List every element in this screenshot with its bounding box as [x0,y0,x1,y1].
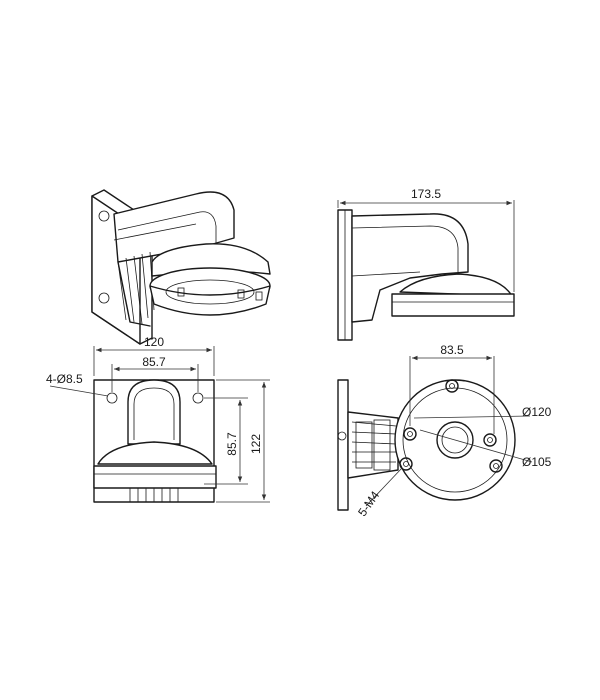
dim-bottom-bolt-dia: Ø105 [522,455,552,469]
dim-front-height: 122 [249,434,263,454]
dim-bottom-hole-spacing: 83.5 [440,343,464,357]
dim-front-hole-label: 4-Ø8.5 [46,372,83,386]
dim-front-hole-spacing: 85.7 [142,355,166,369]
dim-front-vertical-hole: 85.7 [225,432,239,456]
dim-side-width: 173.5 [411,187,441,201]
isometric-view [91,189,271,345]
dim-front-width: 120 [144,335,164,349]
bottom-view: 83.5 Ø120 Ø105 5-M4 [337,343,552,519]
front-view: 120 85.7 4-Ø8.5 85.7 122 [46,335,270,503]
side-view: 173.5 [337,187,515,341]
dim-bottom-outer-dia: Ø120 [522,405,552,419]
